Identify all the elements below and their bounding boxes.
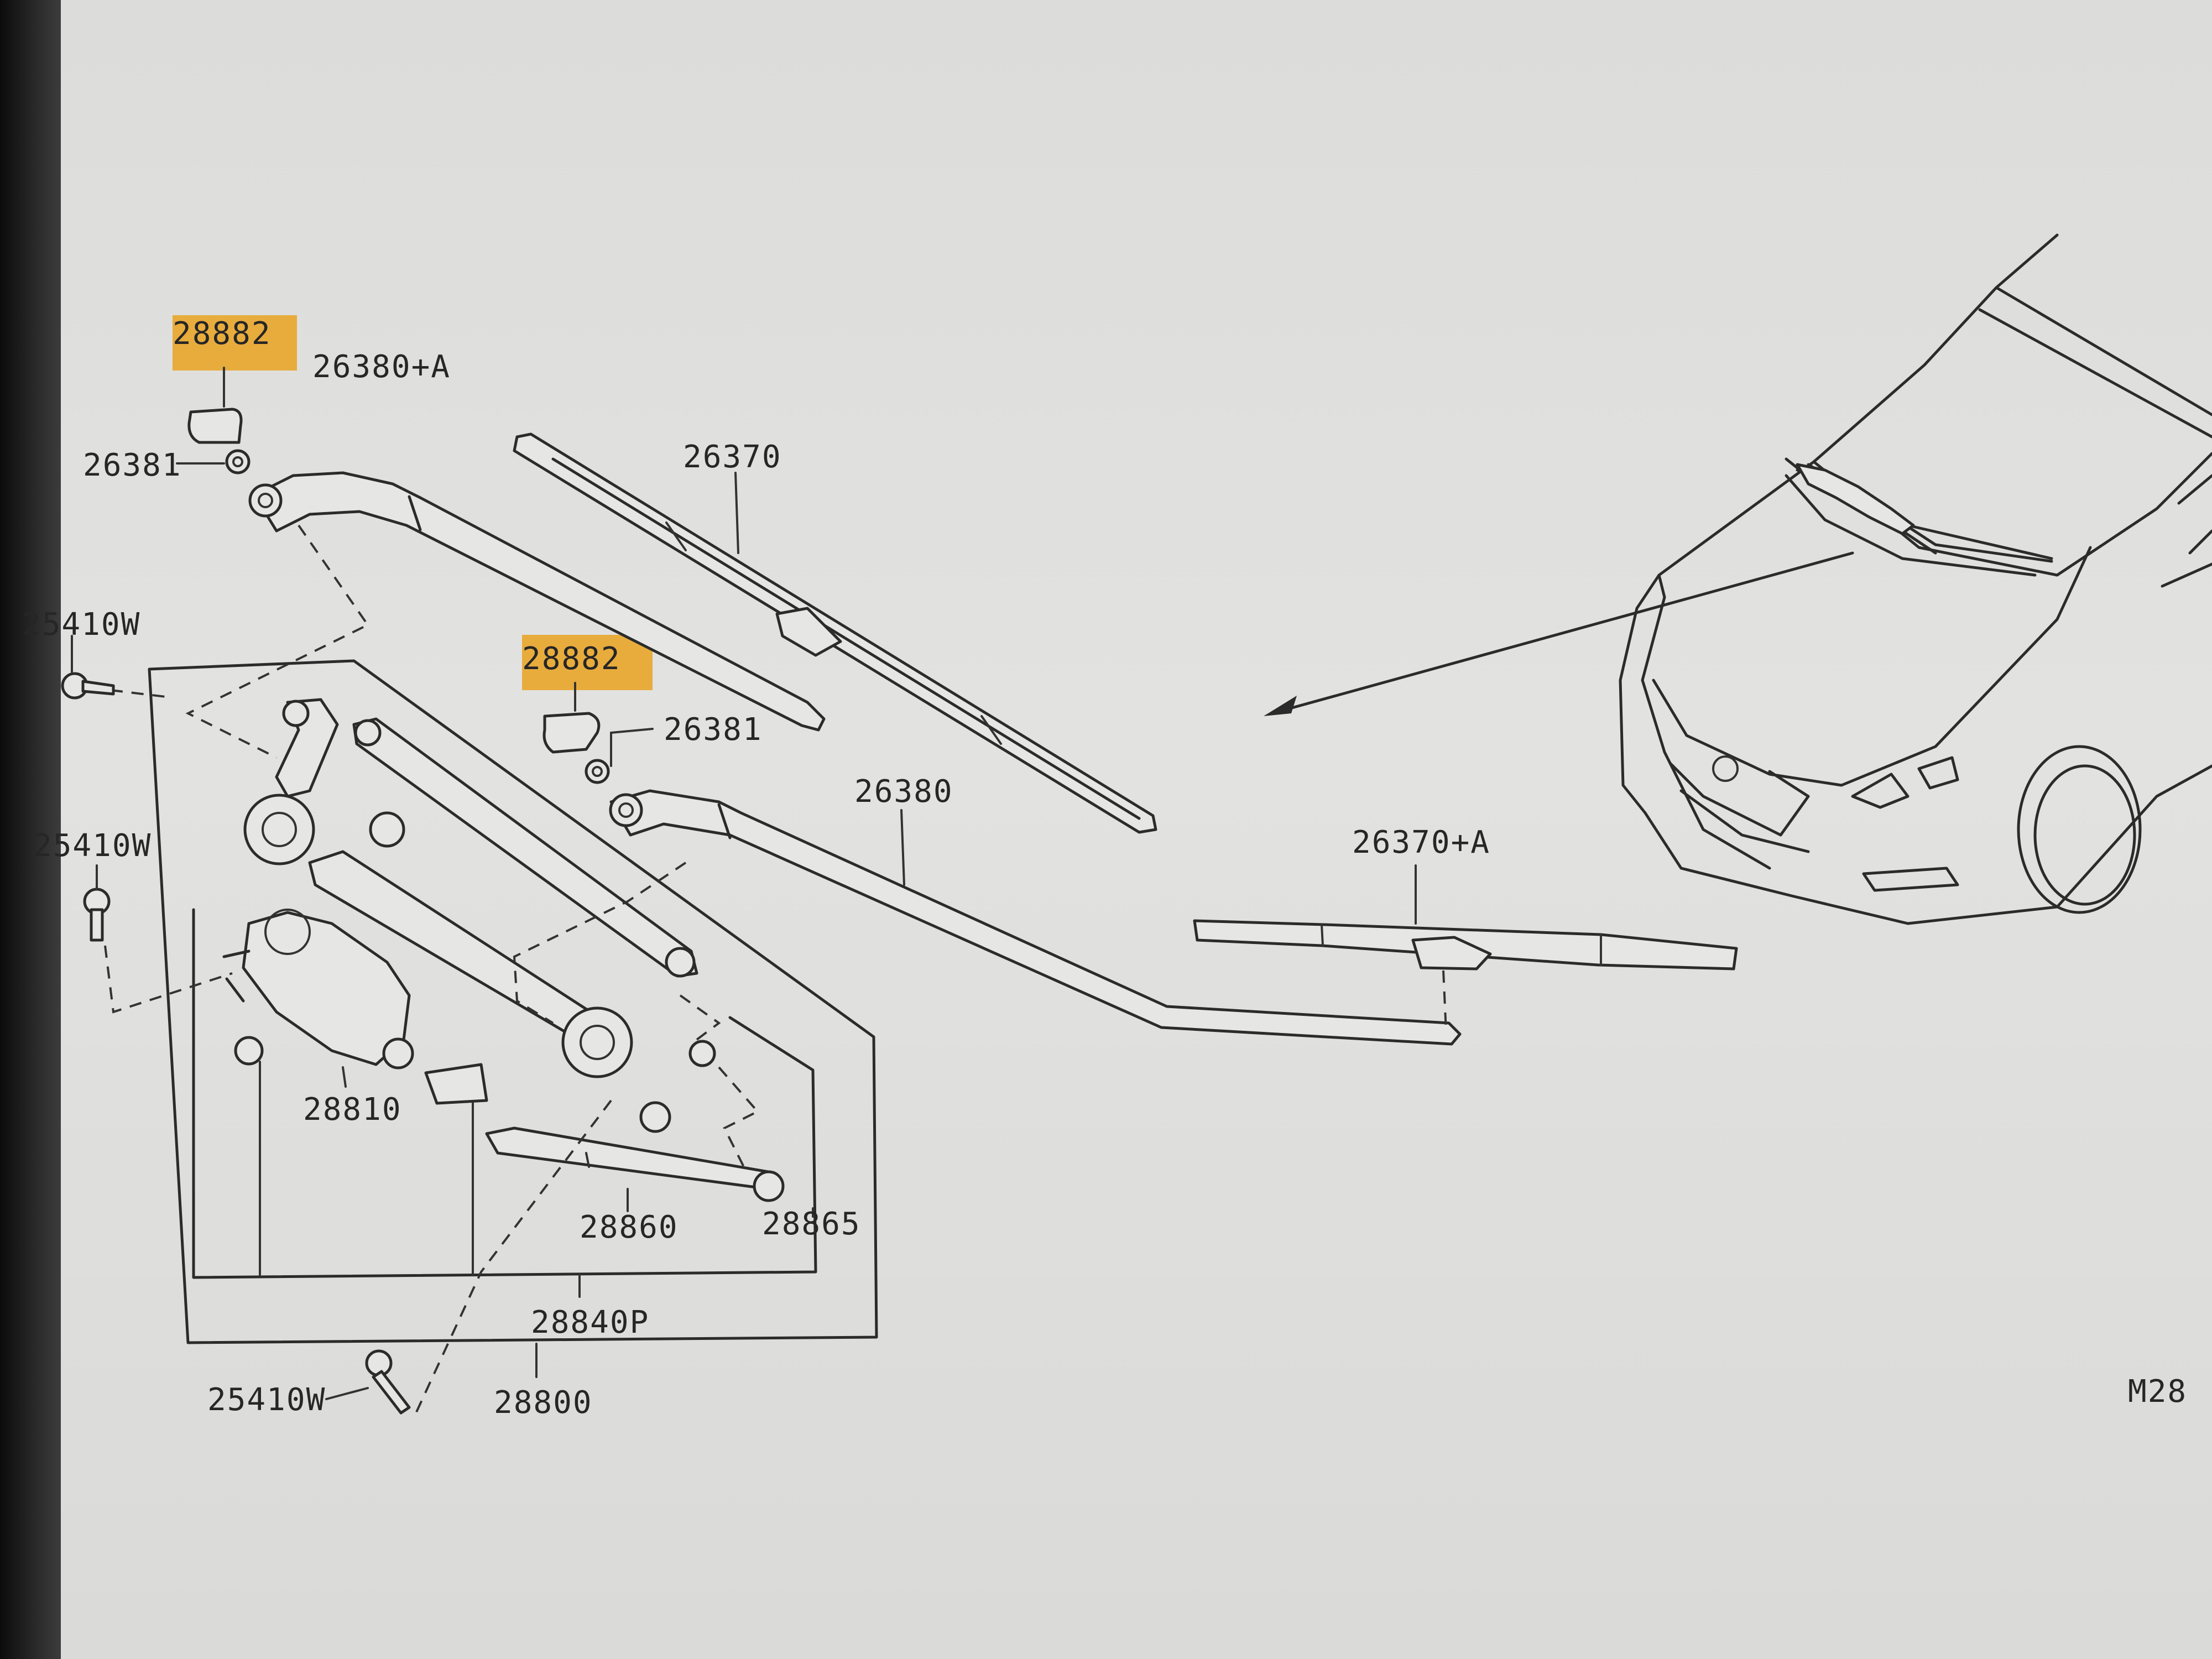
- label-wiper-assy: 28800: [494, 1385, 593, 1421]
- clip-lower-icon: [542, 712, 601, 754]
- bolt-mid-icon: [83, 888, 111, 942]
- nut-upper-icon: [225, 449, 251, 474]
- car-front-illustration: [1619, 233, 2212, 925]
- label-linkage-assy: 28840P: [531, 1305, 649, 1340]
- bolt-top-icon: [61, 672, 115, 700]
- label-nut-lower: 26381: [664, 712, 763, 748]
- assembly-outline-outer: [148, 659, 878, 1344]
- label-figure-code: M28: [2128, 1374, 2187, 1410]
- wiper-arm-assist: [248, 471, 826, 732]
- label-clip-upper: 28882: [173, 316, 272, 352]
- label-nut-upper: 26381: [83, 447, 182, 483]
- assembly-outline-inner: [192, 908, 817, 1279]
- monitor-bezel: [0, 0, 61, 1659]
- label-bolt-top: 25410W: [22, 607, 140, 643]
- bolt-bottom-icon: [365, 1349, 411, 1415]
- label-motor: 28810: [303, 1092, 402, 1128]
- pointer-arrow-line: [1270, 551, 1854, 715]
- clip-upper-icon: [187, 408, 243, 444]
- label-arm-driver: 26380: [854, 774, 953, 810]
- label-arm-assist: 26380+A: [312, 349, 451, 385]
- label-blade-assist: 26370+A: [1352, 825, 1490, 860]
- label-clip-lower: 28882: [522, 641, 621, 677]
- label-link-joint: 28865: [762, 1206, 861, 1242]
- highlight-clip-lower: [522, 635, 653, 690]
- label-link-rod: 28860: [580, 1209, 679, 1245]
- nut-lower-icon: [585, 759, 610, 784]
- label-bolt-mid: 25410W: [33, 828, 152, 864]
- label-blade-driver: 26370: [683, 439, 782, 475]
- wiper-arm-driver: [609, 789, 1462, 1046]
- highlight-clip-upper: [173, 315, 297, 371]
- pointer-arrow-head: [1264, 696, 1297, 716]
- linkage-mechanism: [243, 698, 785, 1202]
- wiper-blade-driver: [513, 432, 1157, 834]
- wiper-blade-assist: [1193, 919, 1738, 971]
- label-bolt-bottom: 25410W: [207, 1382, 326, 1418]
- wiper-motor: [222, 909, 414, 1070]
